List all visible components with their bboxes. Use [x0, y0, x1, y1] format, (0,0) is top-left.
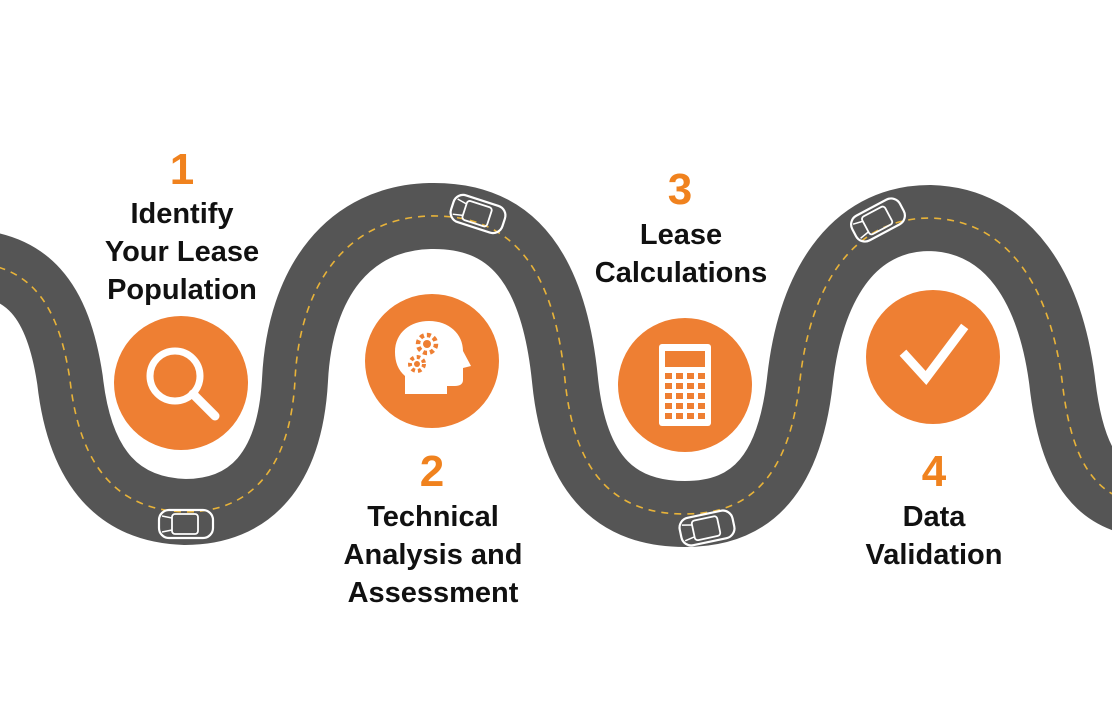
step-1-icon-circle [114, 316, 248, 450]
step-1-label-line: Identify [130, 198, 234, 230]
car-icon [850, 197, 906, 243]
road-lane-marking [0, 215, 1112, 515]
step-1-label-line: Your Lease [104, 236, 260, 268]
step-3-number: 3 [667, 165, 693, 214]
car-icon [449, 193, 507, 235]
step-2-label: Technical Analysis and Assessment [303, 498, 563, 612]
step-2-icon-circle [365, 294, 499, 428]
step-2-label-line: Analysis and [343, 539, 523, 571]
car-icon [157, 508, 215, 540]
car-icon [678, 509, 736, 547]
step-3-label-line: Lease [639, 219, 723, 251]
head-gears-icon [395, 321, 471, 394]
step-4-label-line: Validation [865, 539, 1003, 571]
step-2-label-line: Technical [367, 501, 499, 533]
step-3-icon-circle [618, 318, 752, 452]
step-4-label: Data Validation [804, 498, 1064, 574]
calculator-icon [659, 344, 711, 426]
step-4-label-line: Data [902, 501, 966, 533]
step-4-icon-circle [866, 290, 1000, 424]
step-2-label-line: Assessment [347, 577, 519, 609]
step-3-label-line: Calculations [594, 257, 768, 289]
step-2-number: 2 [419, 447, 445, 496]
step-3-label: Lease Calculations [551, 216, 811, 292]
step-1-label: Identify Your Lease Population [52, 195, 312, 309]
step-1-number: 1 [169, 145, 195, 194]
checkmark-icon [899, 323, 969, 386]
step-4-number: 4 [921, 447, 947, 496]
step-1-label-line: Population [107, 274, 257, 306]
magnifier-icon [146, 347, 220, 421]
